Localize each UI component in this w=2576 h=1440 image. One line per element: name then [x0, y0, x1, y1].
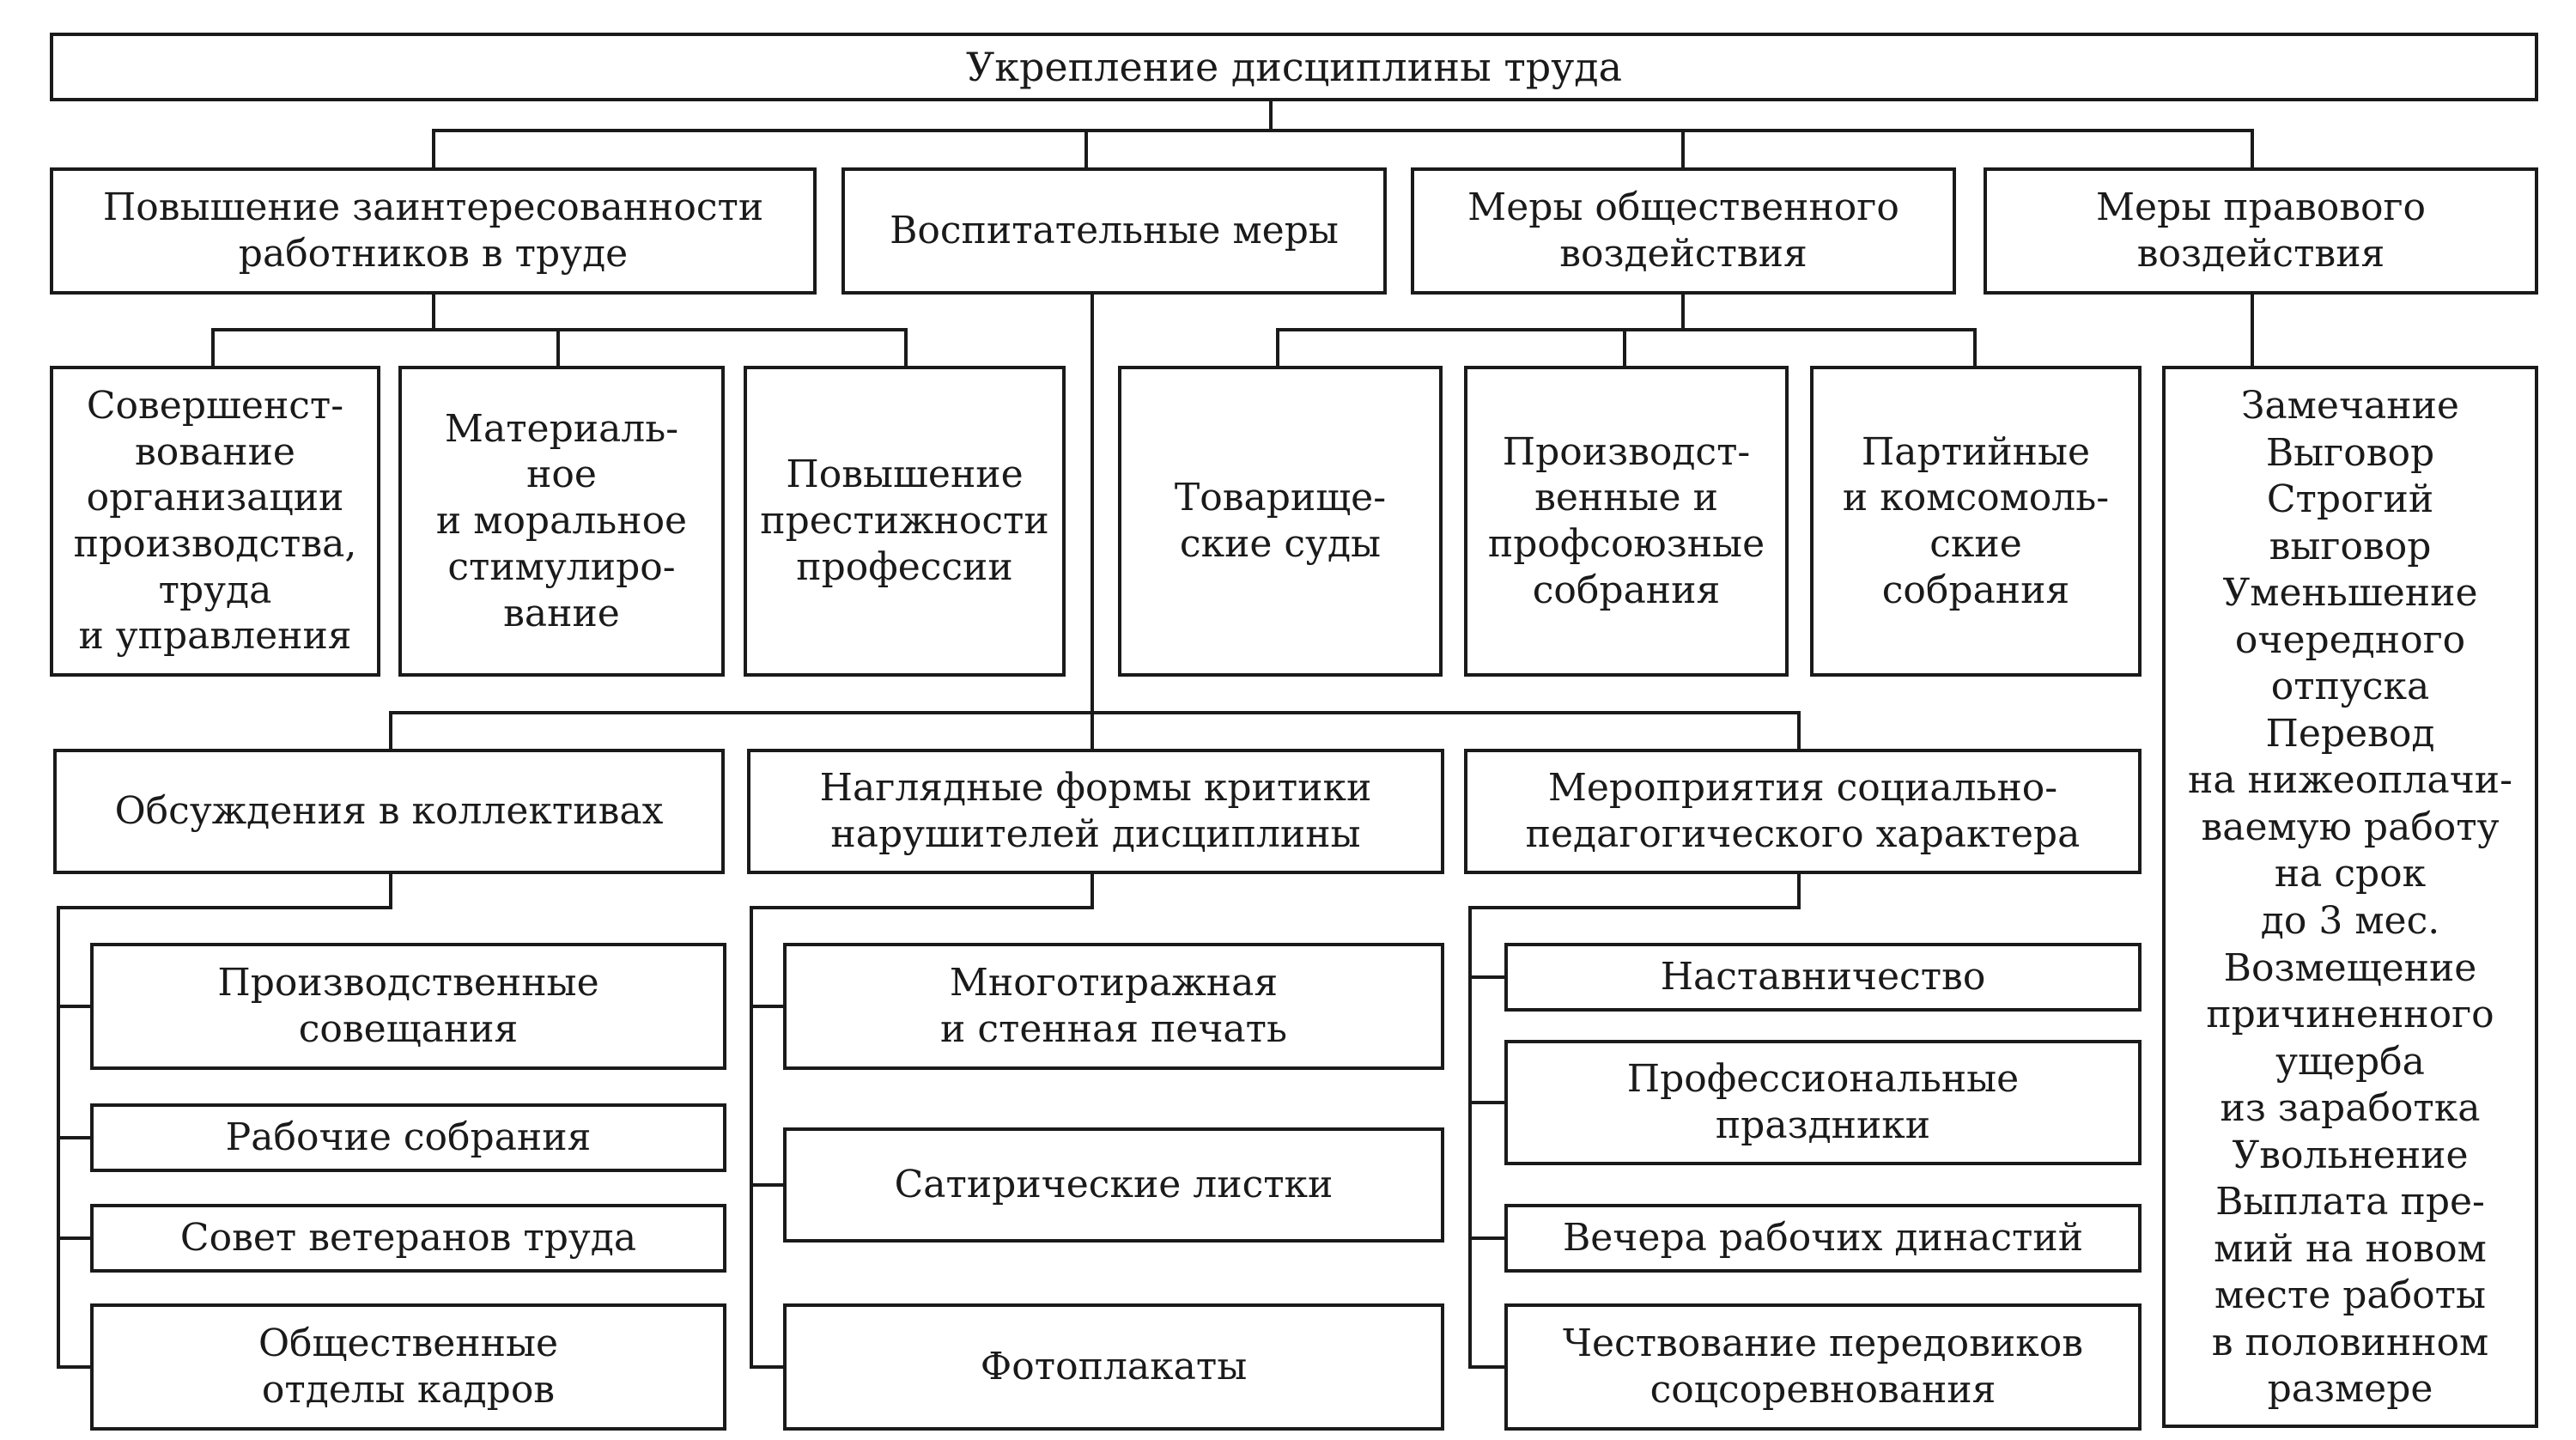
discussion-item-veterans-council: Совет ветеранов труда — [90, 1204, 726, 1273]
public-item-union-meetings: Производст- венные и профсоюзные собрани… — [1464, 366, 1789, 677]
branch-public: Меры общественного воздействия — [1411, 167, 1956, 295]
root-box: Укрепление дисциплины труда — [50, 33, 2538, 101]
branch-legal: Меры правового воздействия — [1984, 167, 2538, 295]
public-item-party-meetings: Партийные и комсомоль- ские собрания — [1810, 366, 2142, 677]
branch-interest: Повышение заинтересованности работников … — [50, 167, 817, 295]
interest-item-prestige: Повышение престижности профессии — [744, 366, 1066, 677]
visual-item-press: Многотиражная и стенная печать — [783, 943, 1444, 1070]
visual-item-photo-posters: Фотоплакаты — [783, 1303, 1444, 1431]
discussion-item-worker-meetings: Рабочие собрания — [90, 1103, 726, 1172]
social-item-dynasty-evenings: Вечера рабочих династий — [1504, 1204, 2142, 1273]
interest-item-stimulation: Материаль- ное и моральное стимулиро- ва… — [398, 366, 725, 677]
social-item-professional-holidays: Профессиональные праздники — [1504, 1040, 2142, 1165]
visual-item-satirical-sheets: Сатирические листки — [783, 1127, 1444, 1243]
education-social-pedagogical: Мероприятия социально- педагогического х… — [1464, 749, 2142, 874]
social-item-mentorship: Наставничество — [1504, 943, 2142, 1012]
social-item-honoring-leaders: Чествование передовиков соцсоревнования — [1504, 1303, 2142, 1431]
discussion-item-production-meetings: Производственные совещания — [90, 943, 726, 1070]
discussion-item-personnel-departments: Общественные отделы кадров — [90, 1303, 726, 1431]
legal-measures-list: Замечание Выговор Строгий выговор Уменьш… — [2162, 366, 2538, 1428]
education-visual-criticism: Наглядные формы критики нарушителей дисц… — [747, 749, 1444, 874]
branch-education: Воспитательные меры — [841, 167, 1387, 295]
interest-item-organization: Совершенст- вование организации производ… — [50, 366, 380, 677]
public-item-comrade-courts: Товарище- ские суды — [1118, 366, 1443, 677]
education-discussions: Обсуждения в коллективах — [53, 749, 725, 874]
